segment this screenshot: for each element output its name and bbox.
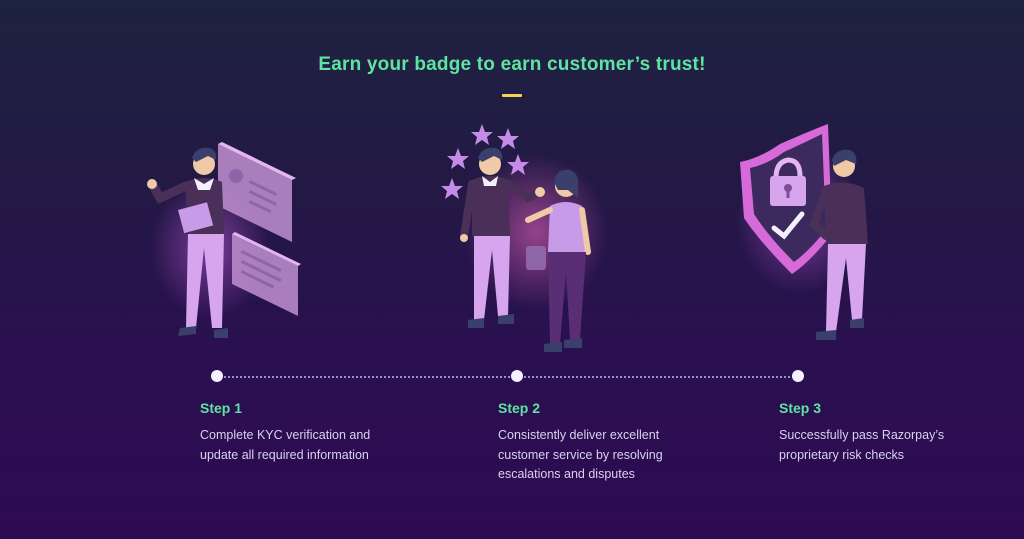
person-figure bbox=[147, 147, 228, 338]
step-title: Step 1 bbox=[200, 400, 243, 416]
man-figure bbox=[460, 147, 545, 328]
timeline-dot-step-1 bbox=[211, 370, 223, 382]
step-title: Step 3 bbox=[779, 400, 822, 416]
step-description: Complete KYC verification and update all… bbox=[200, 428, 371, 462]
security-shield-illustration bbox=[736, 124, 868, 340]
step-title: Step 2 bbox=[498, 400, 541, 416]
steps-timeline bbox=[217, 376, 798, 378]
step-3: Step 3 Successfully pass Razorpay’s prop… bbox=[779, 400, 1019, 465]
step-description: Consistently deliver excellent customer … bbox=[498, 428, 663, 481]
profile-card-icon bbox=[218, 142, 296, 242]
stars-icon bbox=[441, 124, 529, 199]
timeline-dot-step-2 bbox=[511, 370, 523, 382]
checkmark-icon bbox=[771, 211, 805, 240]
section-heading: Earn your badge to earn customer’s trust… bbox=[318, 54, 706, 75]
woman-figure bbox=[525, 169, 591, 352]
heading-underline bbox=[502, 94, 522, 97]
timeline-dot-step-3 bbox=[792, 370, 804, 382]
padlock-icon bbox=[770, 157, 806, 206]
person-with-clipboard-illustration bbox=[147, 142, 301, 338]
two-people-talking-illustration bbox=[441, 124, 608, 352]
document-card-icon bbox=[232, 232, 301, 316]
step-description: Successfully pass Razorpay’s proprietary… bbox=[779, 428, 945, 462]
step-1: Step 1 Complete KYC verification and upd… bbox=[200, 400, 440, 465]
step-2: Step 2 Consistently deliver excellent cu… bbox=[498, 400, 738, 485]
person-figure bbox=[809, 149, 868, 340]
